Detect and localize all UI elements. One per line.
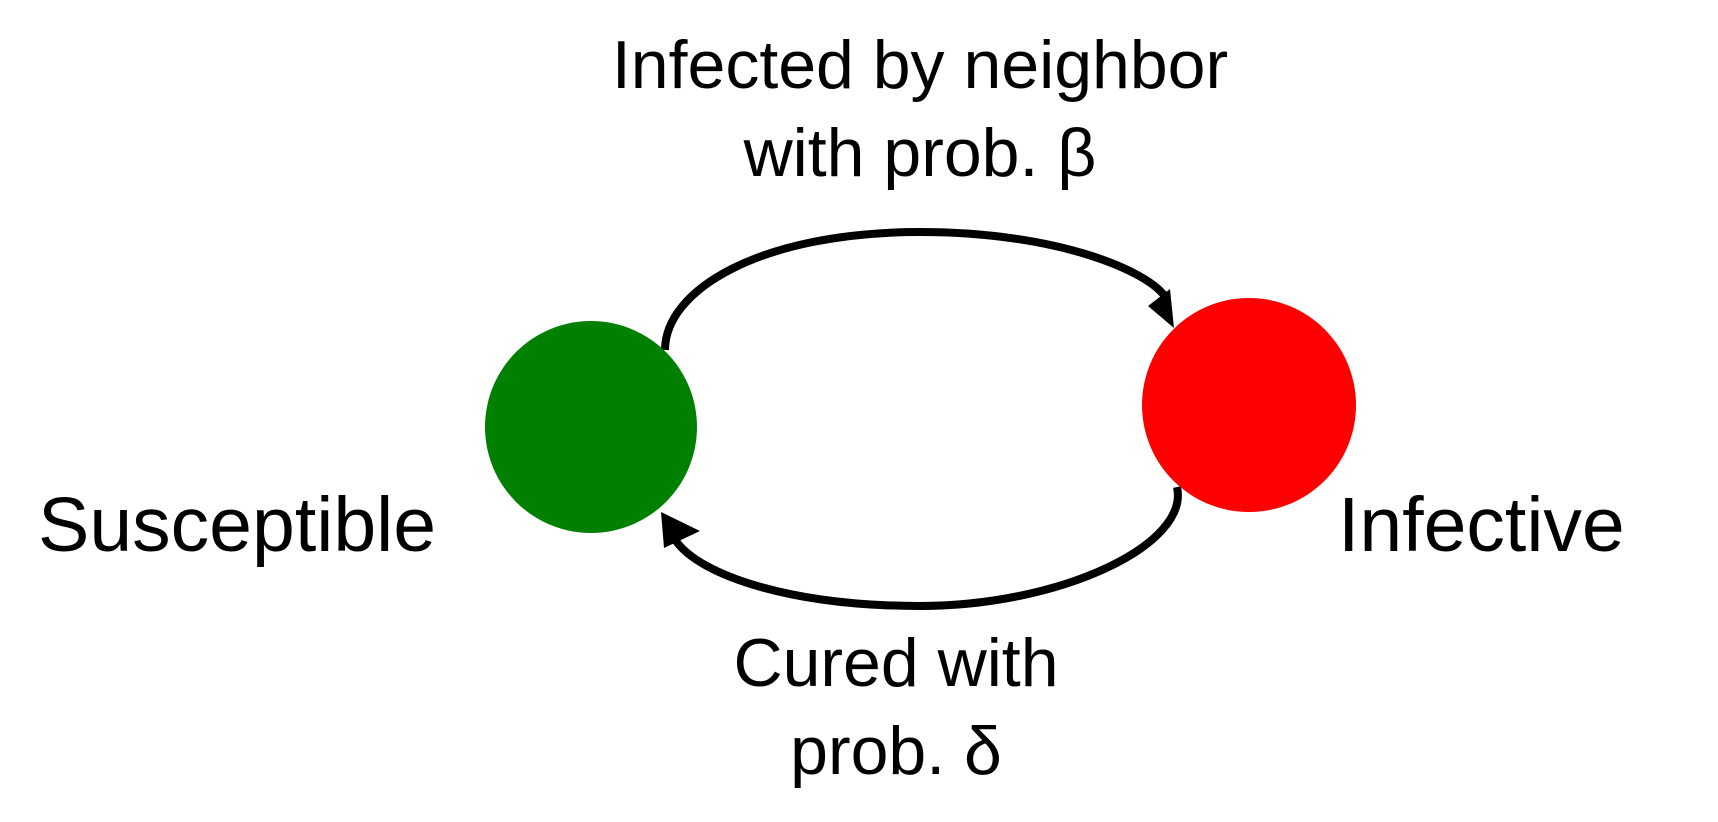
cure-label-line2: prob. δ xyxy=(790,713,1002,789)
infective-node xyxy=(1142,298,1356,512)
infection-arrowhead xyxy=(1148,289,1174,328)
susceptible-label: Susceptible xyxy=(38,482,436,568)
infective-label: Infective xyxy=(1338,482,1625,568)
cure-label-line1: Cured with xyxy=(733,625,1058,701)
infection-label-line1: Infected by neighbor xyxy=(612,27,1228,103)
infection-transition xyxy=(661,227,1174,351)
infection-arrow xyxy=(661,227,1170,351)
cure-arrow xyxy=(672,486,1182,611)
cure-transition xyxy=(661,486,1182,611)
susceptible-node xyxy=(485,321,697,533)
infection-label-line2: with prob. β xyxy=(743,115,1097,191)
cure-arrowhead xyxy=(661,512,700,548)
